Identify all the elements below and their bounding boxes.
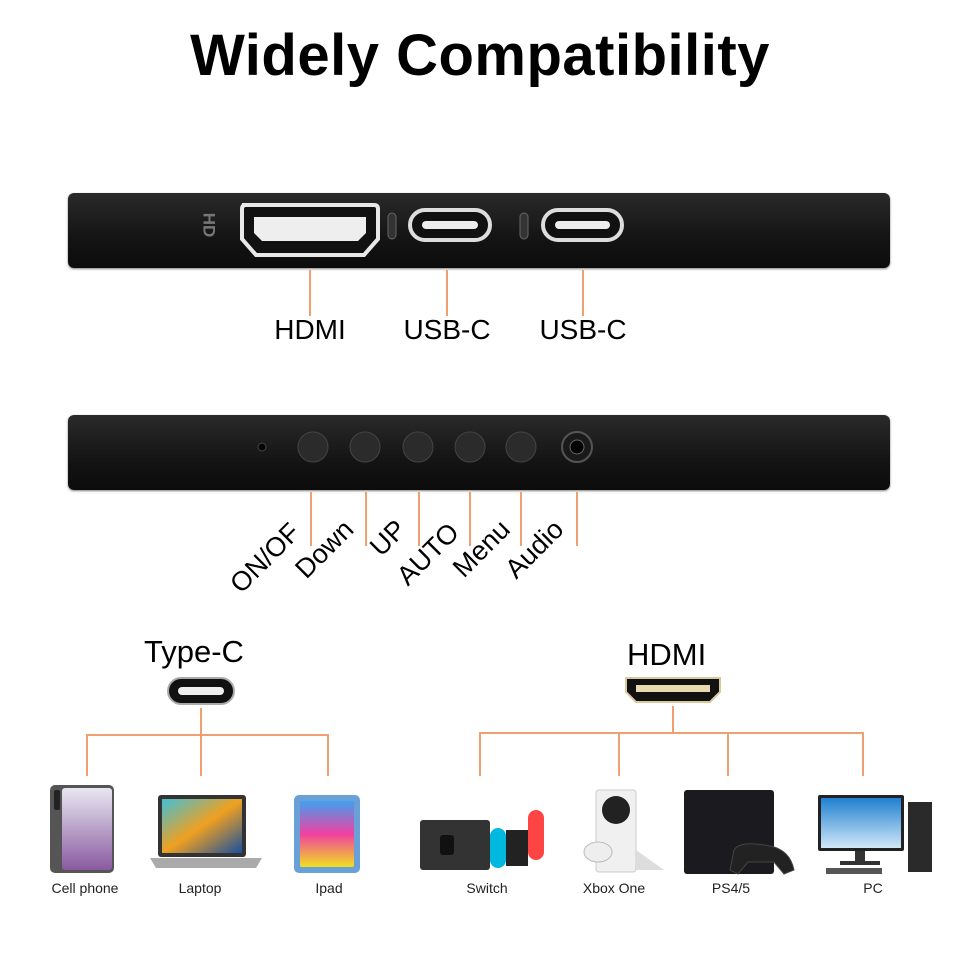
tree-line xyxy=(479,732,864,734)
tree-line xyxy=(672,706,674,734)
button-label-down: Down xyxy=(289,514,360,585)
menu-button-icon xyxy=(505,431,537,463)
switch-icon xyxy=(420,810,544,870)
down-button-icon xyxy=(349,431,381,463)
tree-line xyxy=(200,708,202,736)
device-label-switch: Switch xyxy=(466,880,508,896)
indicator-icon xyxy=(387,212,397,240)
button-label-menu: Menu xyxy=(447,514,517,584)
device-label-xbox: Xbox One xyxy=(582,880,646,896)
auto-button-icon xyxy=(454,431,486,463)
connector-line xyxy=(418,492,420,546)
port-label-hdmi: HDMI xyxy=(274,314,346,345)
devices-drawing xyxy=(50,785,932,875)
tree-line xyxy=(327,734,329,776)
ipad-icon xyxy=(294,795,360,873)
port-label-usb-c-1: USB-C xyxy=(403,314,491,345)
connector-line xyxy=(365,492,367,546)
tree-line xyxy=(618,732,620,776)
connector-line xyxy=(310,492,312,546)
tree-line xyxy=(86,734,88,776)
device-label-ipad: Ipad xyxy=(315,880,343,896)
connector-line xyxy=(582,270,584,316)
xbox-icon xyxy=(583,789,664,873)
indicator-icon xyxy=(519,212,529,240)
up-button-icon xyxy=(402,431,434,463)
type-c-group-label: Type-C xyxy=(144,634,244,669)
device-label-pc: PC xyxy=(863,880,883,896)
device-label-ps: PS4/5 xyxy=(711,880,751,896)
usb-c-connector-icon xyxy=(167,677,235,705)
page-title: Widely Compatibility xyxy=(190,23,770,88)
tree-line xyxy=(200,734,202,776)
connector-line xyxy=(520,492,522,546)
tree-line xyxy=(86,734,329,736)
port-label-usb-c-2: USB-C xyxy=(539,314,627,345)
hdmi-connector-icon xyxy=(625,677,721,703)
buttons-drawing xyxy=(257,431,593,463)
hdmi-group-label: HDMI xyxy=(627,637,707,672)
connector-line xyxy=(576,492,578,546)
connector-line xyxy=(469,492,471,546)
cell-phone-icon xyxy=(50,785,114,873)
usb-c-port-icon xyxy=(541,208,624,242)
button-panel xyxy=(68,415,890,490)
device-label-laptop: Laptop xyxy=(178,880,222,896)
laptop-icon xyxy=(150,795,262,868)
ps4-icon xyxy=(684,790,795,875)
device-label-cell-phone: Cell phone xyxy=(51,880,119,896)
hdmi-port-icon xyxy=(240,203,380,257)
power-button-icon xyxy=(297,431,329,463)
connector-line xyxy=(309,270,311,316)
tree-line xyxy=(479,732,481,776)
tree-line xyxy=(727,732,729,776)
ports-drawing xyxy=(240,203,624,257)
connector-line xyxy=(446,270,448,316)
side-port-panel: HD xyxy=(68,193,890,268)
tree-line xyxy=(862,732,864,776)
button-label-audio: Audio xyxy=(499,514,570,585)
pc-icon xyxy=(818,795,932,874)
usb-c-port-icon xyxy=(408,208,492,242)
mic-hole-icon xyxy=(257,442,267,452)
